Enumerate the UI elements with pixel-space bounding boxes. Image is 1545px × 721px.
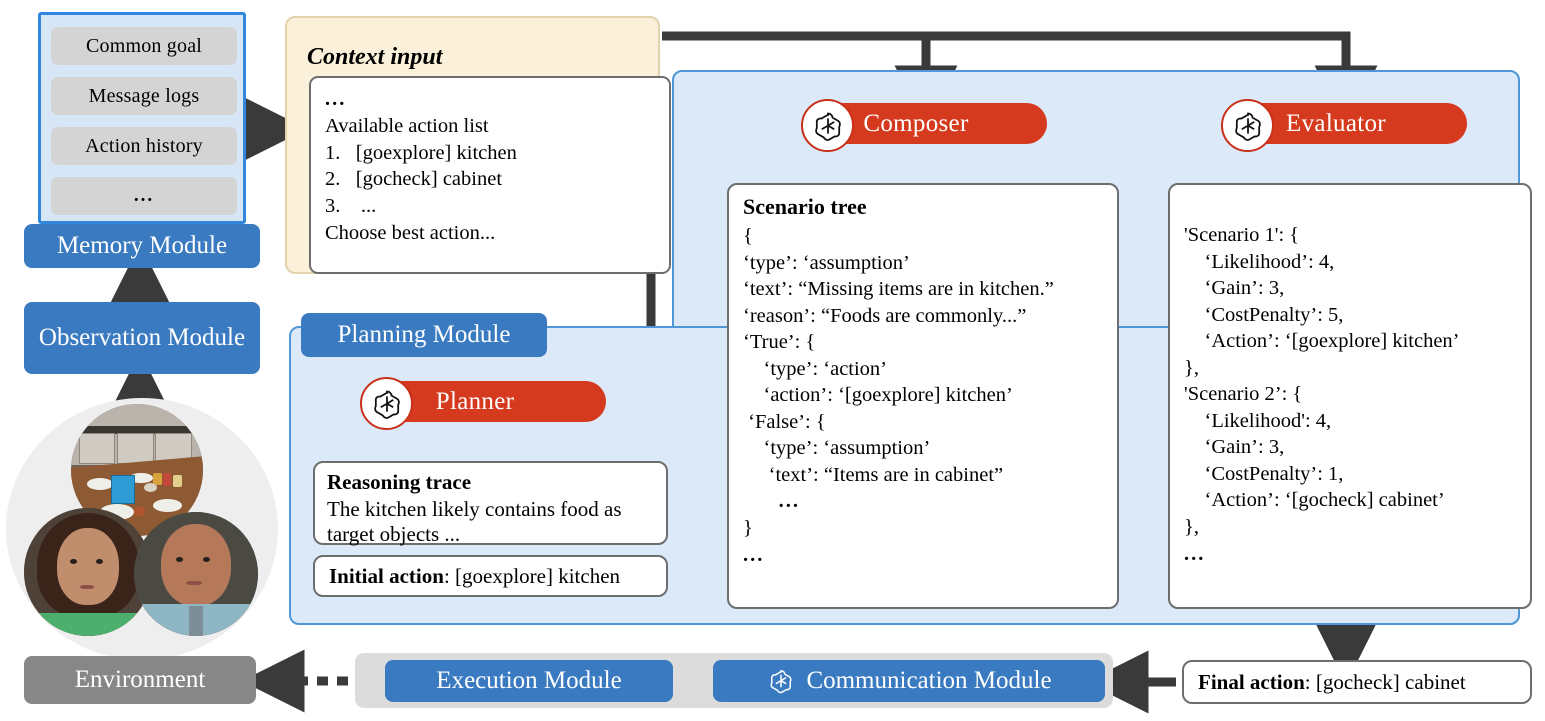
observation-module-badge[interactable]: Observation Module (24, 302, 260, 374)
reasoning-trace-title: Reasoning trace (327, 470, 472, 494)
planning-module-badge[interactable]: Planning Module (301, 313, 547, 357)
evaluator-output-card: 'Scenario 1': { ‘Likelihood’: 4, ‘Gain’:… (1168, 183, 1532, 609)
openai-logo-icon (801, 99, 854, 152)
context-input-box[interactable]: ... Available action list 1. [goexplore]… (309, 76, 671, 274)
memory-item-label: Message logs (88, 84, 200, 107)
context-line: Choose best action... (325, 221, 496, 244)
scenario-tree-line: ‘action’: ‘[goexplore] kitchen’ (743, 384, 1013, 407)
final-action-label: Final action (1198, 669, 1305, 694)
observation-module-label: Observation Module (38, 324, 246, 351)
memory-module-label: Memory Module (56, 232, 228, 259)
memory-item-common-goal[interactable]: Common goal (51, 27, 237, 65)
scenario-tree-line: } (743, 517, 753, 540)
male-agent-avatar (134, 512, 258, 636)
memory-item-more[interactable]: ... (51, 177, 237, 215)
female-agent-avatar (24, 508, 152, 636)
execution-module-label: Execution Module (436, 667, 622, 694)
memory-item-action-history[interactable]: Action history (51, 127, 237, 165)
execution-module-badge[interactable]: Execution Module (385, 660, 673, 702)
context-line: Available action list (325, 114, 489, 137)
reasoning-trace-card: Reasoning trace The kitchen likely conta… (313, 461, 668, 547)
evaluator-line: }, (1184, 356, 1199, 379)
reasoning-trace-body: The kitchen likely contains food as targ… (327, 497, 622, 547)
evaluator-line: ‘Action’: ‘[gocheck] cabinet’ (1184, 489, 1445, 512)
evaluator-label: Evaluator (1286, 109, 1386, 137)
scenario-tree-line: ... (743, 490, 800, 513)
initial-action-label: Initial action (329, 563, 444, 588)
evaluator-output-body: 'Scenario 1': { ‘Likelihood’: 4, ‘Gain’:… (1184, 194, 1516, 567)
evaluator-line: ‘Gain’: 3, (1184, 277, 1285, 300)
scenario-tree-line: ‘type’: ‘assumption’ (743, 251, 910, 274)
communication-module-badge[interactable]: Communication Module (713, 660, 1105, 702)
context-line: 2. [gocheck] cabinet (325, 168, 503, 191)
memory-item-label: Action history (85, 134, 203, 157)
evaluator-line: ‘CostPenalty’: 5, (1184, 303, 1344, 326)
evaluator-line: ‘CostPenalty’: 1, (1184, 462, 1344, 485)
evaluator-line: ‘Likelihood': 4, (1184, 409, 1332, 432)
evaluator-line: ... (1184, 542, 1206, 565)
openai-logo-icon (360, 377, 413, 430)
scenario-tree-line: ‘type’: ‘action’ (743, 357, 888, 380)
evaluator-line: 'Scenario 2’: { (1184, 383, 1303, 406)
evaluator-line: }, (1184, 516, 1199, 539)
scenario-tree-title: Scenario tree (743, 194, 867, 219)
evaluator-line: ‘Gain’: 3, (1184, 436, 1285, 459)
scenario-tree-line: ‘text’: “Items are in cabinet” (743, 463, 1004, 486)
context-line: 1. [goexplore] kitchen (325, 141, 517, 164)
communication-module-label: Communication Module (806, 667, 1052, 694)
initial-action-card: Initial action : [goexplore] kitchen (313, 555, 668, 597)
planning-module-label: Planning Module (337, 321, 511, 348)
scenario-tree-line: ‘reason’: “Foods are commonly...” (743, 304, 1027, 327)
scenario-tree-line: { (743, 225, 753, 247)
evaluator-pill[interactable]: Evaluator (1221, 99, 1467, 152)
planner-label: Planner (435, 387, 515, 415)
scenario-tree-line: ‘False’: { (743, 410, 826, 433)
evaluator-line: ‘Likelihood’: 4, (1184, 250, 1335, 273)
final-action-value: : [gocheck] cabinet (1304, 669, 1466, 694)
evaluator-line: 'Scenario 1': { (1184, 224, 1300, 246)
composer-label: Composer (863, 109, 969, 137)
scenario-tree-line: ‘True’: { (743, 331, 816, 354)
memory-item-label: ... (133, 185, 155, 206)
memory-module-badge[interactable]: Memory Module (24, 224, 260, 268)
openai-logo-icon (766, 666, 796, 696)
final-action-card: Final action : [gocheck] cabinet (1182, 660, 1532, 704)
observation-imagery-cluster (6, 398, 278, 660)
scenario-tree-line: ‘text’: “Missing items are in kitchen.” (743, 278, 1054, 301)
memory-item-label: Common goal (85, 34, 203, 57)
evaluator-line: ‘Action’: ‘[goexplore] kitchen’ (1184, 330, 1460, 353)
environment-badge[interactable]: Environment (24, 656, 256, 704)
scenario-tree-card: Scenario tree { ‘type’: ‘assumption’ ‘te… (727, 183, 1119, 609)
context-input-title: Context input (307, 44, 443, 70)
memory-item-message-logs[interactable]: Message logs (51, 77, 237, 115)
openai-logo-icon (1221, 99, 1274, 152)
planner-pill[interactable]: Planner (360, 377, 606, 430)
scenario-tree-line: ... (743, 543, 765, 566)
context-line: ... (325, 88, 347, 110)
environment-label: Environment (74, 666, 206, 693)
scenario-tree-line: ‘type’: ‘assumption’ (743, 437, 931, 460)
context-input-card: Context input ... Available action list … (285, 16, 671, 274)
scenario-tree-body: { ‘type’: ‘assumption’ ‘text’: “Missing … (743, 223, 1103, 568)
memory-module-panel: Common goal Message logs Action history … (38, 12, 246, 224)
initial-action-value: : [goexplore] kitchen (443, 563, 621, 588)
context-line: 3. ... (325, 195, 377, 217)
composer-pill[interactable]: Composer (801, 99, 1047, 152)
